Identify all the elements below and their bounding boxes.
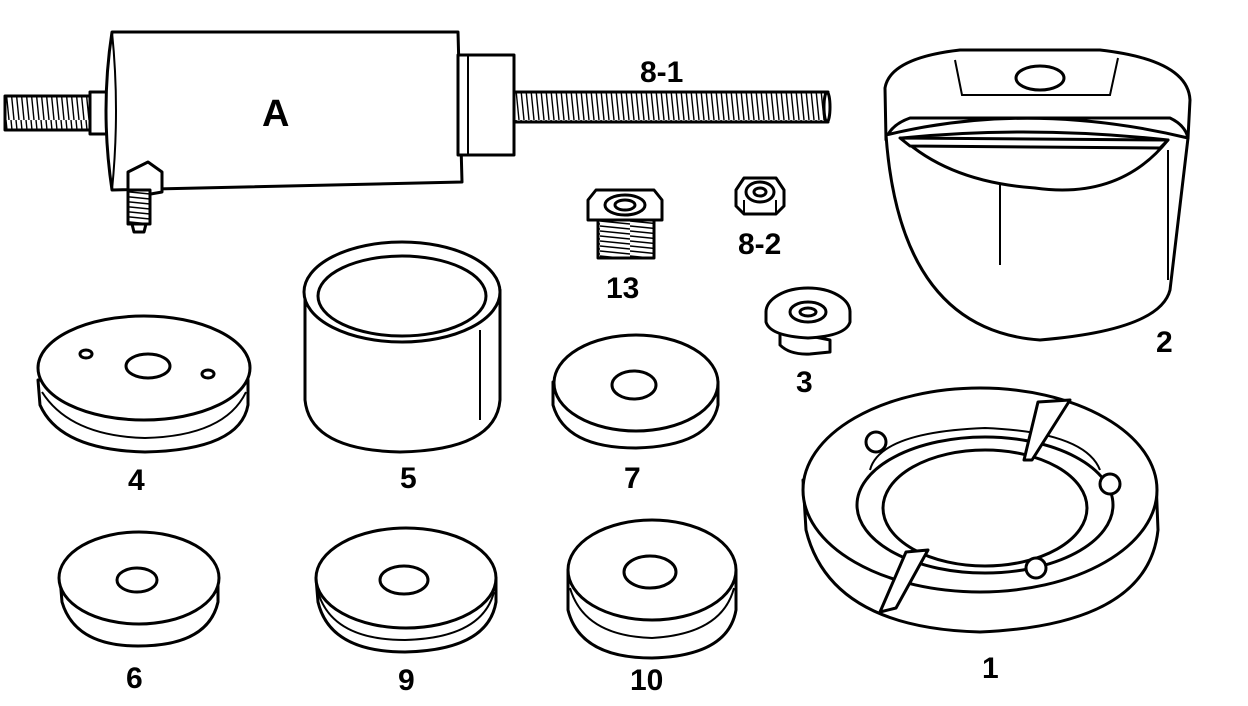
part-3-small-adapter <box>764 286 852 356</box>
part-10-washer <box>566 518 738 660</box>
part-9-washer <box>314 526 498 654</box>
label-part-1: 1 <box>982 652 999 685</box>
part-a-hydraulic-cylinder <box>3 30 832 234</box>
part-1-split-ring <box>801 386 1160 634</box>
label-part-7: 7 <box>624 462 641 495</box>
part-8-2-hex-nut <box>734 176 786 216</box>
label-part-10: 10 <box>630 664 663 697</box>
part-13-threaded-adapter <box>586 188 664 260</box>
label-part-3: 3 <box>796 366 813 399</box>
label-part-8-2: 8-2 <box>738 228 781 261</box>
label-part-9: 9 <box>398 664 415 697</box>
label-part-4: 4 <box>128 464 145 497</box>
label-part-2: 2 <box>1156 326 1173 359</box>
part-2-receiver-cup <box>883 48 1192 342</box>
label-part-a: A <box>262 93 289 135</box>
part-5-sleeve <box>302 240 502 454</box>
label-part-13: 13 <box>606 272 639 305</box>
part-6-washer <box>57 530 221 648</box>
part-7-washer <box>551 333 720 450</box>
label-part-6: 6 <box>126 662 143 695</box>
label-part-5: 5 <box>400 462 417 495</box>
part-4-plate <box>36 314 252 454</box>
label-part-8-1: 8-1 <box>640 56 683 89</box>
